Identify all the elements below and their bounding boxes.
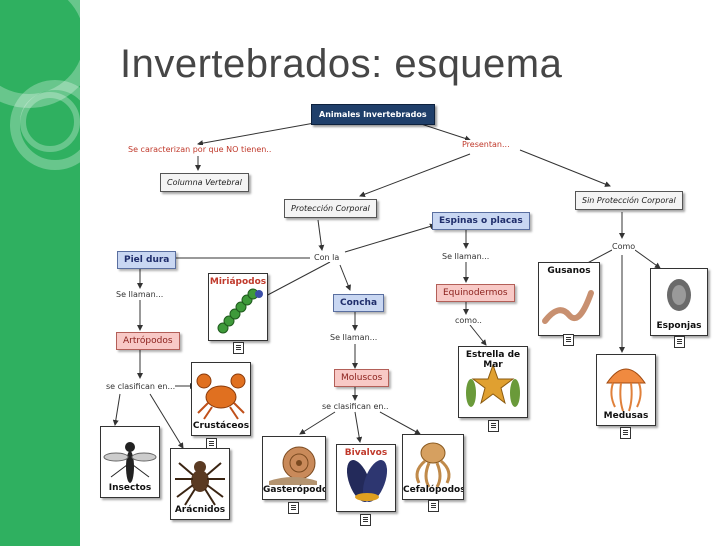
starfish-illustration [466, 363, 520, 407]
picture-medusas: Medusas [596, 354, 656, 426]
spider-illustration [175, 461, 225, 506]
link-label-caracterizan: Se caracterizan por que NO tienen.. [128, 145, 272, 154]
node-concha: Concha [333, 294, 385, 312]
node-artropodos: Artrópodos [116, 332, 180, 350]
picture-bivalvos: Bivalvos [336, 444, 396, 512]
centipede-illustration [217, 288, 263, 334]
link-label-se-llaman-espinas: Se llaman... [442, 252, 490, 261]
document-icon[interactable] [288, 502, 299, 514]
picture-gusanos: Gusanos [538, 262, 600, 336]
link-label-clasifican-moluscos: se clasifican en.. [322, 402, 389, 411]
picture-caption: Bivalvos [344, 448, 388, 458]
decorative-sidebar [0, 0, 80, 546]
document-icon[interactable] [563, 334, 574, 346]
link-label-como-equino: como.. [455, 316, 482, 325]
picture-caption: Medusas [603, 411, 649, 421]
picture-caption: Esponjas [656, 321, 702, 331]
crab-illustration [196, 373, 246, 420]
picture-insectos: Insectos [100, 426, 160, 498]
link-label-se-llaman-piel: Se llaman... [116, 290, 164, 299]
node-equinodermos: Equinodermos [436, 284, 515, 302]
decorative-ring [10, 80, 80, 170]
picture-gasteropodos: Gasterópodos [262, 436, 326, 500]
document-icon[interactable] [233, 342, 244, 354]
picture-caption: Estrella de Mar [465, 350, 521, 370]
picture-caption: Gusanos [547, 266, 591, 276]
decorative-ring [20, 92, 80, 152]
octopus-illustration [415, 442, 451, 488]
node-espinas-placas: Espinas o placas [432, 212, 530, 230]
picture-cefalopodos: Cefalópodos [402, 434, 464, 500]
document-icon[interactable] [674, 336, 685, 348]
picture-caption: Insectos [108, 483, 152, 493]
link-label-con-la: Con la [314, 253, 340, 262]
link-label-clasifican-artropodos: se clasifican en... [106, 382, 176, 391]
snail-illustration [269, 446, 317, 485]
node-columna-vertebral: Columna Vertebral [160, 173, 249, 192]
picture-esponjas: Esponjas [650, 268, 708, 336]
picture-caption: Cefalópodos [403, 485, 464, 495]
link-label-como: Como [612, 242, 636, 251]
node-moluscos: Moluscos [334, 369, 390, 387]
picture-caption: Crustáceos [192, 421, 250, 431]
node-proteccion-corporal: Protección Corporal [284, 199, 377, 218]
picture-aracnidos: Arácnidos [170, 448, 230, 520]
link-label-se-llaman-concha: Se llaman... [330, 333, 378, 342]
jellyfish-illustration [606, 368, 646, 412]
sponge-illustration [667, 279, 691, 311]
slide-title: Invertebrados: esquema [120, 42, 563, 86]
picture-caption: Arácnidos [174, 505, 226, 515]
document-icon[interactable] [488, 420, 499, 432]
node-piel-dura: Piel dura [117, 251, 177, 269]
picture-estrella-de-mar: Estrella de Mar [458, 346, 528, 418]
picture-crustaceos: Crustáceos [191, 362, 251, 436]
insect-illustration [103, 442, 157, 483]
node-sin-proteccion: Sin Protección Corporal [575, 191, 683, 210]
document-icon[interactable] [428, 500, 439, 512]
picture-miriapodos: Miriápodos [208, 273, 268, 341]
mussel-illustration [346, 460, 388, 502]
picture-caption: Miriápodos [209, 277, 267, 287]
root-node: Animales Invertebrados [311, 104, 435, 125]
worm-illustration [542, 290, 594, 324]
document-icon[interactable] [360, 514, 371, 526]
picture-caption: Gasterópodos [263, 485, 325, 495]
link-label-presentan: Presentan... [462, 140, 510, 149]
document-icon[interactable] [620, 427, 631, 439]
